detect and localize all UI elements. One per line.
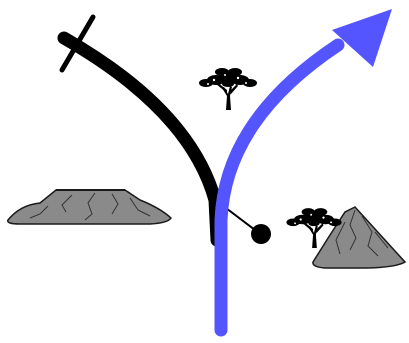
dot-icon bbox=[222, 205, 271, 244]
arrowhead-icon bbox=[332, 9, 392, 67]
blue-route-path bbox=[221, 45, 338, 330]
table-mountain-icon bbox=[8, 190, 171, 224]
acacia-tree-icon bbox=[199, 68, 257, 110]
